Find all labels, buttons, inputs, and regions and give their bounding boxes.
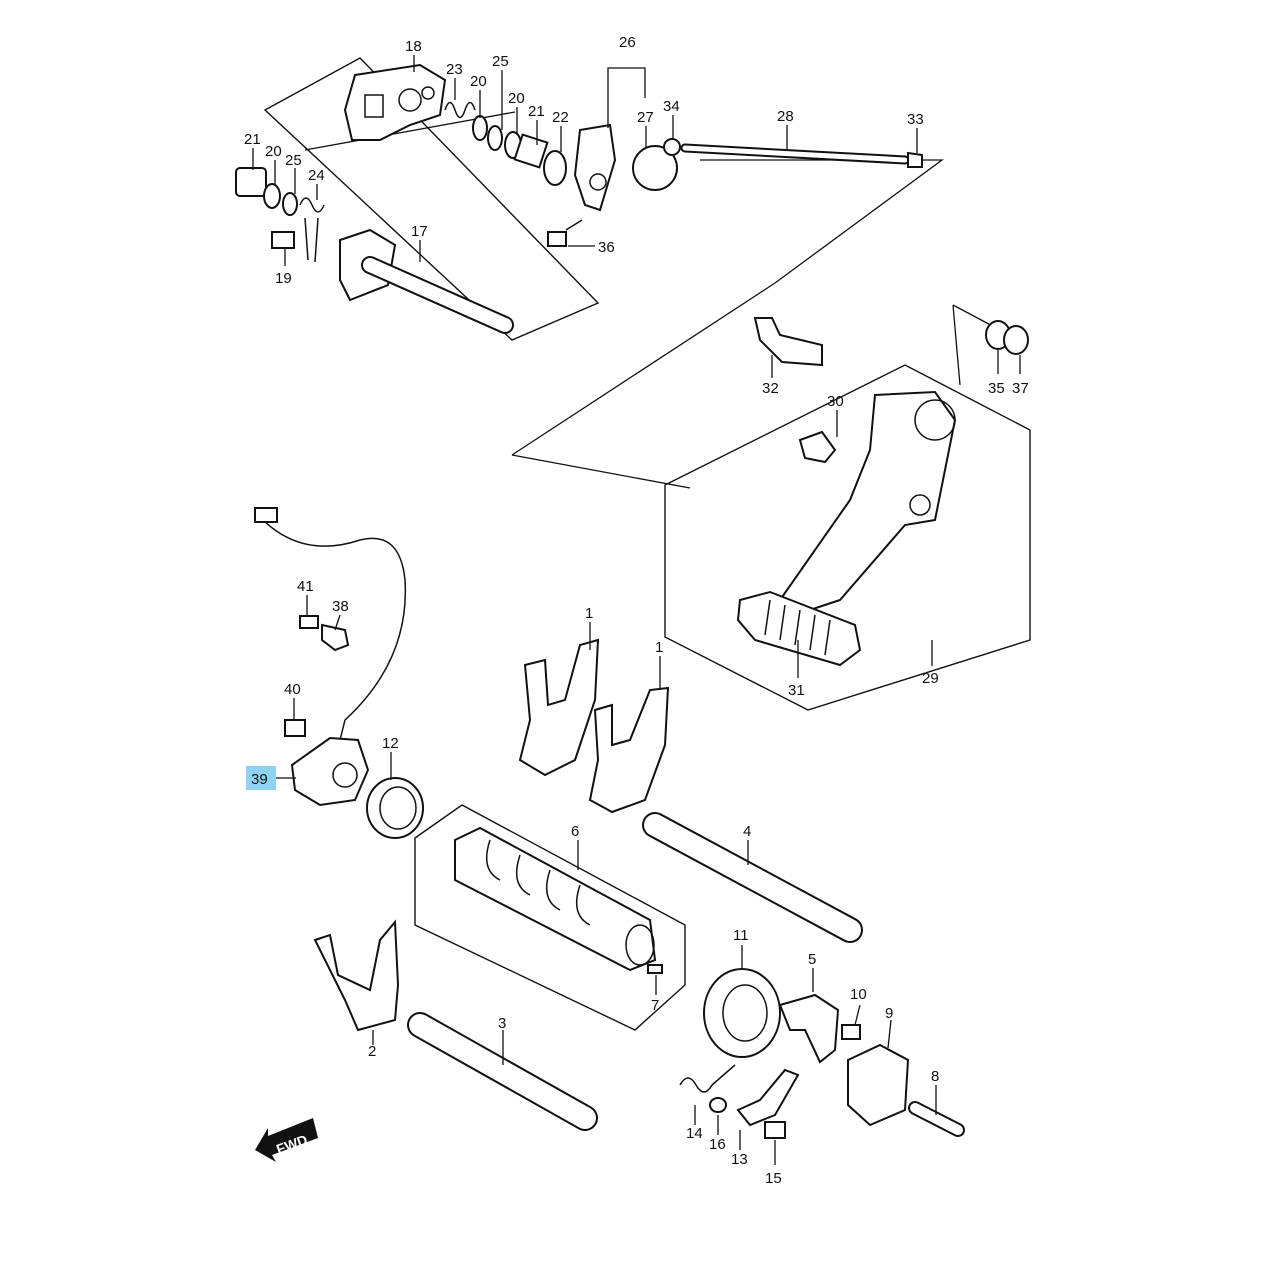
leader-lines	[252, 55, 1021, 1165]
part-27-cap	[632, 145, 678, 191]
label-20c: 20	[265, 143, 282, 160]
label-41: 41	[297, 578, 314, 595]
label-17: 17	[411, 223, 428, 240]
part-23-spring	[444, 101, 476, 119]
part-12-bearing	[366, 777, 424, 839]
part-16-washer	[709, 1097, 727, 1113]
highlight-39	[246, 766, 276, 790]
label-20b: 20	[508, 90, 525, 107]
part-37-washer	[1003, 325, 1029, 355]
part-9-gearshift-cam	[847, 1043, 910, 1127]
label-7: 7	[651, 997, 659, 1014]
part-13-stopper-arm	[736, 1068, 800, 1127]
label-13: 13	[731, 1151, 748, 1168]
part-39-gear-position-sensor	[290, 736, 370, 807]
part-18-plate	[343, 63, 447, 141]
part-41-screw	[299, 615, 319, 629]
part-19-bolt	[271, 231, 295, 249]
label-18: 18	[405, 38, 422, 55]
sensor-wire	[257, 514, 407, 741]
part-10-screw	[841, 1024, 861, 1040]
part-6-shift-drum	[454, 826, 657, 972]
part-30-collar	[798, 430, 837, 464]
label-25b: 25	[285, 152, 302, 169]
label-38: 38	[332, 598, 349, 615]
label-24: 24	[308, 167, 325, 184]
part-labels: 18 23 25 20 20 21 22 26 27 34 28 33 21 2…	[244, 34, 1029, 1187]
label-23: 23	[446, 61, 463, 78]
label-39: 39	[251, 771, 268, 788]
label-25a: 25	[492, 53, 509, 70]
upper-assembly-frame	[263, 57, 600, 341]
part-36-bolt	[547, 231, 567, 247]
label-1b: 1	[655, 639, 663, 656]
part-1-shift-fork-a	[518, 638, 600, 777]
label-2: 2	[368, 1043, 376, 1060]
part-20-washer	[472, 115, 488, 141]
part-15-bolt	[764, 1121, 786, 1139]
part-25-washer-left	[282, 192, 298, 216]
label-20a: 20	[470, 73, 487, 90]
lever-assembly-frame	[664, 364, 1031, 711]
label-16: 16	[709, 1136, 726, 1153]
label-10: 10	[850, 986, 867, 1003]
label-40: 40	[284, 681, 301, 698]
label-27: 27	[637, 109, 654, 126]
label-35: 35	[988, 380, 1005, 397]
label-34: 34	[663, 98, 680, 115]
part-32-pivot-bolt	[753, 317, 823, 367]
label-9: 9	[885, 1005, 893, 1022]
label-32: 32	[762, 380, 779, 397]
part-20-washer-left	[263, 183, 281, 209]
part-33-nut	[907, 151, 923, 168]
part-21-bearing	[513, 133, 549, 169]
label-26: 26	[619, 34, 636, 51]
label-19: 19	[275, 270, 292, 287]
label-36: 36	[598, 239, 615, 256]
sensor-connector	[254, 507, 278, 523]
label-11: 11	[733, 927, 749, 944]
label-37: 37	[1012, 380, 1029, 397]
part-7-pin	[647, 964, 663, 974]
label-33: 33	[907, 111, 924, 128]
part-34-nut	[663, 138, 681, 156]
fwd-arrow-icon: FWD	[255, 1118, 318, 1162]
part-24-spring	[299, 197, 325, 263]
part-25-washer	[487, 125, 503, 151]
label-21a: 21	[528, 103, 545, 120]
part-21-bearing-left	[235, 167, 267, 197]
label-3: 3	[498, 1015, 506, 1032]
part-1-shift-fork-b	[588, 686, 670, 814]
part-38-clamp	[321, 623, 350, 652]
part-22-collar	[543, 150, 567, 186]
label-6: 6	[571, 823, 579, 840]
part-40-bolt	[284, 719, 306, 737]
label-28: 28	[777, 108, 794, 125]
label-30: 30	[827, 393, 844, 410]
label-4: 4	[743, 823, 751, 840]
label-14: 14	[686, 1125, 703, 1142]
part-14-spring	[679, 1064, 736, 1093]
label-8: 8	[931, 1068, 939, 1085]
label-31: 31	[788, 682, 805, 699]
part-27-shift-arm	[573, 123, 617, 212]
label-5: 5	[808, 951, 816, 968]
part-11-bearing	[703, 968, 781, 1058]
part-29-shift-lever	[778, 390, 957, 617]
label-15: 15	[765, 1170, 782, 1187]
label-12: 12	[382, 735, 399, 752]
part-2-shift-fork-c	[313, 919, 400, 1032]
part-5-stopper-plate	[778, 993, 840, 1064]
drum-assembly-frame	[414, 804, 686, 1031]
label-22: 22	[552, 109, 569, 126]
label-1a: 1	[585, 605, 593, 622]
part-31-rubber-peg	[736, 590, 862, 667]
label-21b: 21	[244, 131, 261, 148]
label-29: 29	[922, 670, 939, 687]
